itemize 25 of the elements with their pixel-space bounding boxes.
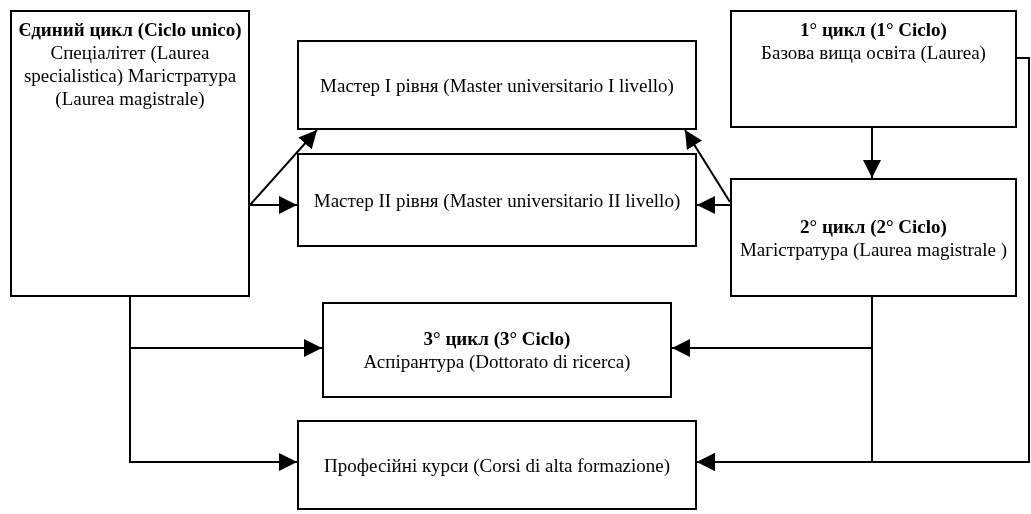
arrow [129,296,298,471]
cycle-heading: 1° цикл (1° Ciclo) [800,18,947,41]
stage-box [730,178,1017,297]
program-box [297,153,697,247]
arrow [696,57,1030,471]
program-name: Спеціалітет (Laurea specialistica) Магістратура (Laurea magistrale) [22,41,238,110]
arrow [249,129,318,206]
arrow [696,196,731,214]
arrow [249,196,298,214]
program-box [297,420,697,510]
program-box [297,40,697,130]
program-name: Магістратура (Laurea magistrale ) [739,237,1008,261]
stage-box [10,10,250,297]
cycle-heading: 3° цикл (3° Ciclo) [423,327,571,350]
arrow [863,127,881,179]
program-name: Базова вища освіта (Laurea) [761,41,986,64]
program-name: Аспірантура (Dottorato di ricerca) [363,350,631,373]
arrow [684,129,731,203]
cycle-heading: 2° цикл (2° Ciclo) [800,214,947,238]
program-name: Мастер I рівня (Master universitario I livello) [320,73,674,97]
stage-box [322,302,672,398]
program-name: Мастер II рівня (Master universitario II livello) [313,188,681,212]
stage-box [730,10,1017,128]
program-name: Професійні курси (Corsi di alta formazione) [323,453,671,477]
cycle-heading: Єдиний цикл (Ciclo unico) [18,18,242,41]
